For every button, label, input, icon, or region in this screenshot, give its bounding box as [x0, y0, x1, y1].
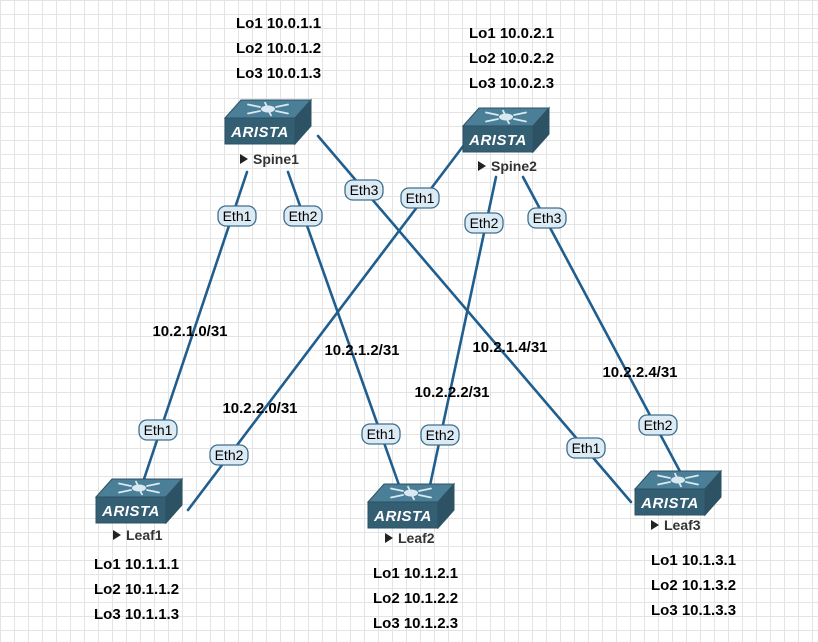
network-switch-icon: [223, 98, 313, 146]
device-name-label: Spine2: [478, 158, 537, 174]
svg-text:Eth2: Eth2: [426, 427, 455, 443]
device-spine2[interactable]: ARISTA: [461, 106, 551, 154]
port-label-spine2-eth2: Eth2: [464, 212, 504, 234]
svg-text:Eth1: Eth1: [223, 208, 252, 224]
svg-text:Eth1: Eth1: [406, 190, 435, 206]
port-label-spine1-eth1: Eth1: [217, 205, 257, 227]
port-label-spine2-eth3: Eth3: [527, 207, 567, 229]
subnet-label: 10.2.1.0/31: [152, 323, 227, 340]
svg-text:Eth2: Eth2: [215, 447, 244, 463]
loopback-address: Lo1 10.1.3.1: [651, 552, 737, 569]
port-label-leaf2-eth2: Eth2: [420, 424, 460, 446]
devices-layer: ARISTASpine1ARISTASpine2ARISTALeaf1ARIST…: [94, 98, 723, 546]
loopback-address: Lo3 10.0.2.3: [469, 75, 555, 92]
vendor-logo-text: ARISTA: [373, 508, 432, 525]
svg-text:Spine2: Spine2: [491, 158, 537, 174]
port-label-leaf3-eth1: Eth1: [566, 437, 606, 459]
svg-text:Eth2: Eth2: [470, 215, 499, 231]
port-labels-layer: Eth1Eth1Eth2Eth1Eth3Eth1Eth1Eth2Eth2Eth2…: [138, 179, 678, 466]
spine1-loopbacks: Lo1 10.0.1.1 Lo2 10.0.1.2 Lo3 10.0.1.3: [234, 11, 323, 86]
loopback-address: Lo2 10.1.1.2: [94, 581, 180, 598]
play-arrow-icon: [478, 161, 486, 171]
device-leaf2[interactable]: ARISTA: [366, 482, 456, 530]
loopback-address: Lo1 10.1.2.1: [373, 565, 459, 582]
port-label-spine1-eth3: Eth3: [344, 179, 384, 201]
loopback-address: Lo1 10.0.1.1: [236, 15, 322, 32]
svg-text:Eth3: Eth3: [533, 210, 562, 226]
loopback-address: Lo3 10.1.3.3: [651, 602, 737, 619]
network-switch-icon: [366, 482, 456, 530]
device-leaf3[interactable]: ARISTA: [633, 469, 723, 517]
subnet-label: 10.2.2.0/31: [222, 400, 297, 417]
device-spine1[interactable]: ARISTA: [223, 98, 313, 146]
loopback-address: Lo2 10.1.2.2: [373, 590, 459, 607]
svg-text:Leaf2: Leaf2: [398, 530, 435, 546]
spine2-loopbacks: Lo1 10.0.2.1 Lo2 10.0.2.2 Lo3 10.0.2.3: [467, 21, 556, 96]
port-label-leaf1-eth1: Eth1: [138, 419, 178, 441]
vendor-logo-text: ARISTA: [468, 132, 527, 149]
play-arrow-icon: [240, 154, 248, 164]
vendor-logo-text: ARISTA: [230, 124, 289, 141]
vendor-logo-text: ARISTA: [640, 495, 699, 512]
svg-text:Eth1: Eth1: [144, 422, 173, 438]
subnet-label: 10.2.2.2/31: [414, 384, 489, 401]
device-name-label: Spine1: [240, 151, 299, 167]
subnet-labels-layer: 10.2.1.0/31 10.2.1.2/31 10.2.1.4/31 10.2.2.…: [152, 323, 677, 417]
loopback-address: Lo2 10.1.3.2: [651, 577, 737, 594]
port-label-leaf1-eth2: Eth2: [209, 444, 249, 466]
svg-text:Eth2: Eth2: [289, 208, 318, 224]
vendor-logo-text: ARISTA: [101, 503, 160, 520]
network-switch-icon: [94, 477, 184, 525]
loopback-address: Lo3 10.1.2.3: [373, 615, 459, 632]
port-label-leaf3-eth2: Eth2: [638, 414, 678, 436]
device-name-label: Leaf2: [385, 530, 435, 546]
leaf1-loopbacks: Lo1 10.1.1.1 Lo2 10.1.1.2 Lo3 10.1.1.3: [92, 552, 181, 627]
loopback-address: Lo1 10.1.1.1: [94, 556, 180, 573]
svg-text:Leaf3: Leaf3: [664, 517, 701, 533]
leaf3-loopbacks: Lo1 10.1.3.1 Lo2 10.1.3.2 Lo3 10.1.3.3: [649, 548, 738, 623]
network-switch-icon: [633, 469, 723, 517]
port-label-spine2-eth1: Eth1: [400, 187, 440, 209]
port-label-leaf2-eth1: Eth1: [361, 423, 401, 445]
play-arrow-icon: [385, 533, 393, 543]
device-name-label: Leaf1: [113, 527, 163, 543]
subnet-label: 10.2.1.4/31: [472, 339, 547, 356]
subnet-label: 10.2.1.2/31: [324, 342, 399, 359]
network-switch-icon: [461, 106, 551, 154]
subnet-label: 10.2.2.4/31: [602, 364, 677, 381]
loopback-address: Lo1 10.0.2.1: [469, 25, 555, 42]
port-label-spine1-eth2: Eth2: [283, 205, 323, 227]
svg-text:Eth3: Eth3: [350, 182, 379, 198]
loopback-address: Lo2 10.0.1.2: [236, 40, 322, 57]
svg-text:Eth2: Eth2: [644, 417, 673, 433]
device-name-label: Leaf3: [651, 517, 701, 533]
device-leaf1[interactable]: ARISTA: [94, 477, 184, 525]
svg-text:Spine1: Spine1: [253, 151, 299, 167]
svg-text:Eth1: Eth1: [367, 426, 396, 442]
loopback-address: Lo2 10.0.2.2: [469, 50, 555, 67]
play-arrow-icon: [113, 530, 121, 540]
loopback-address: Lo3 10.0.1.3: [236, 65, 322, 82]
loopback-address: Lo3 10.1.1.3: [94, 606, 180, 623]
svg-text:Eth1: Eth1: [572, 440, 601, 456]
svg-text:Leaf1: Leaf1: [126, 527, 163, 543]
leaf2-loopbacks: Lo1 10.1.2.1 Lo2 10.1.2.2 Lo3 10.1.2.3: [371, 561, 460, 636]
play-arrow-icon: [651, 520, 659, 530]
